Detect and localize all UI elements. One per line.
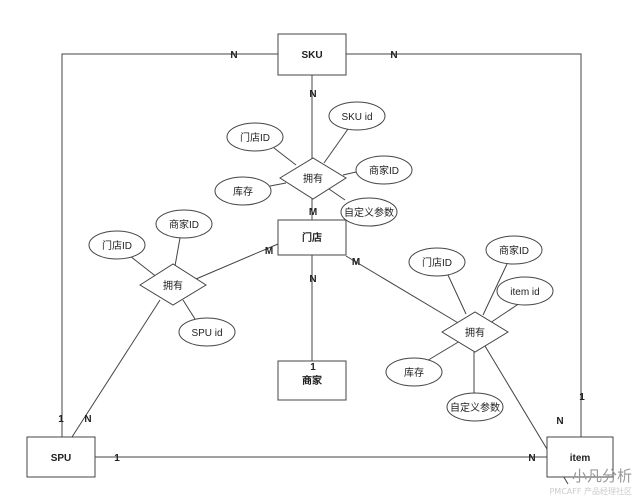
svg-text:库存: 库存 (404, 366, 424, 379)
svg-text:商家ID: 商家ID (369, 164, 399, 177)
svg-text:SPU id: SPU id (191, 328, 222, 339)
svg-text:SKU id: SKU id (341, 112, 372, 123)
sku-item-line (346, 53, 582, 437)
svg-text:门店ID: 门店ID (240, 131, 270, 144)
svg-text:N: N (309, 89, 316, 100)
entity-sku[interactable]: SKU (277, 33, 347, 76)
attr-top-custom[interactable]: 自定义参数 (340, 197, 398, 227)
attr-top-store-id[interactable]: 门店ID (226, 122, 284, 152)
attr-right-merchant-id[interactable]: 商家ID (485, 235, 543, 265)
cardinality-labels: N N N M M M N 1 1 N 1 N N 1 (58, 50, 585, 464)
svg-text:自定义参数: 自定义参数 (344, 206, 394, 219)
svg-text:库存: 库存 (233, 185, 253, 198)
attr-top-merchant-id[interactable]: 商家ID (355, 155, 413, 185)
attr-right-store-id[interactable]: 门店ID (408, 247, 466, 277)
entity-spu[interactable]: SPU (26, 436, 96, 478)
watermark-title: 小凡分析 (571, 467, 632, 485)
sku-spu-line (61, 53, 278, 437)
attr-left-merchant-id[interactable]: 商家ID (155, 209, 213, 239)
svg-text:门店ID: 门店ID (102, 239, 132, 252)
store-right-rel-line (345, 255, 461, 325)
svg-text:N: N (84, 414, 91, 425)
attr-left-spu-id[interactable]: SPU id (178, 317, 236, 347)
svg-text:拥有: 拥有 (163, 279, 183, 292)
svg-text:item id: item id (510, 287, 539, 298)
svg-text:商家ID: 商家ID (169, 218, 199, 231)
entity-item[interactable]: item (546, 436, 614, 478)
store-left-rel-line (195, 243, 279, 280)
attr-right-custom[interactable]: 自定义参数 (446, 392, 504, 422)
svg-text:1: 1 (310, 362, 316, 373)
svg-text:N: N (309, 274, 316, 285)
svg-text:1: 1 (58, 414, 64, 425)
svg-text:商家: 商家 (302, 374, 323, 387)
relation-right[interactable]: 拥有 (441, 311, 509, 353)
attr-right-item-id[interactable]: item id (496, 276, 554, 306)
relation-left[interactable]: 拥有 (139, 263, 207, 306)
svg-text:M: M (309, 207, 317, 218)
svg-text:N: N (390, 50, 397, 61)
relation-top[interactable]: 拥有 (279, 157, 347, 200)
entity-merchant[interactable]: 商家 (277, 360, 347, 401)
svg-text:门店: 门店 (302, 231, 322, 244)
watermark: 小凡分析 PMCAFF 产品经理社区 (549, 465, 632, 497)
svg-text:N: N (556, 416, 563, 427)
svg-text:N: N (230, 50, 237, 61)
svg-text:SKU: SKU (301, 50, 322, 61)
svg-text:拥有: 拥有 (465, 326, 485, 339)
svg-text:门店ID: 门店ID (422, 256, 452, 269)
svg-text:M: M (352, 257, 360, 268)
svg-text:M: M (265, 246, 273, 257)
svg-text:item: item (570, 453, 591, 464)
watermark-subtitle: PMCAFF 产品经理社区 (549, 487, 632, 496)
attr-right-stock[interactable]: 库存 (385, 357, 443, 387)
svg-text:拥有: 拥有 (303, 172, 323, 185)
svg-text:SPU: SPU (51, 453, 72, 464)
svg-text:1: 1 (114, 453, 120, 464)
svg-text:商家ID: 商家ID (499, 244, 529, 257)
attr-left-store-id[interactable]: 门店ID (88, 230, 146, 260)
attr-top-stock[interactable]: 库存 (214, 176, 272, 206)
svg-text:自定义参数: 自定义参数 (450, 401, 500, 414)
attr-top-sku-id[interactable]: SKU id (328, 101, 386, 131)
entity-store[interactable]: 门店 (277, 219, 347, 256)
svg-text:N: N (528, 453, 535, 464)
connectors (61, 53, 582, 485)
svg-text:1: 1 (579, 392, 585, 403)
left-rel-spu-line (71, 299, 161, 438)
